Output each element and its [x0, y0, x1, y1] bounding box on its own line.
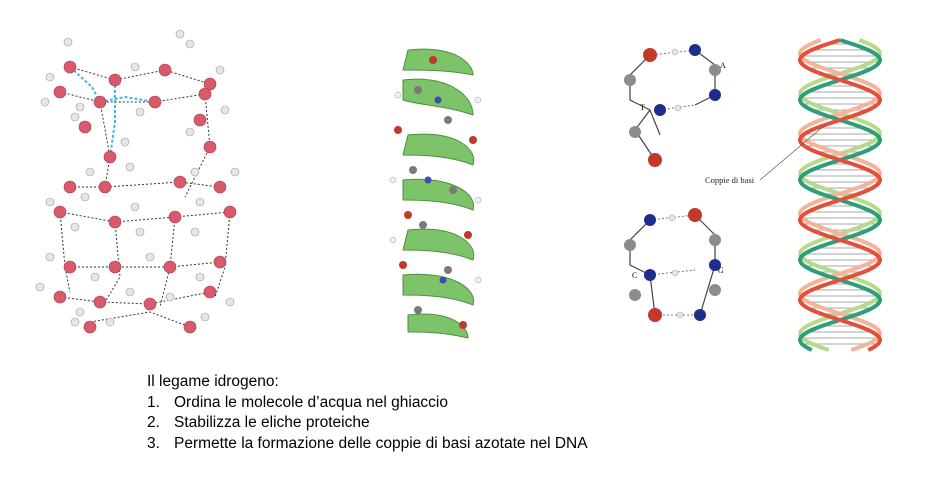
base-label-t: T — [640, 103, 645, 112]
dna-double-helix-illustration: Coppie di basi — [705, 38, 883, 352]
list-text: Stabilizza le eliche proteiche — [174, 414, 370, 431]
ice-lattice-illustration — [35, 29, 240, 334]
list-text: Ordina le molecole d’acqua nel ghiaccio — [174, 393, 448, 411]
dna-strand-red — [797, 38, 883, 352]
list-number: 3. — [147, 434, 160, 452]
hydrogen-atoms — [35, 29, 240, 327]
base-pair-illustration: T A C G — [624, 44, 726, 322]
caption-block: Il legame idrogeno: 1. Ordina le molecole… — [147, 372, 847, 454]
protein-alpha-helix-illustration — [389, 48, 482, 339]
list-item: 2. Stabilizza le eliche proteiche — [147, 413, 847, 434]
list-number: 1. — [147, 393, 160, 411]
base-label-g: G — [718, 266, 724, 275]
base-label-c: C — [632, 271, 637, 280]
dna-callout-label: Coppie di basi — [705, 175, 755, 185]
list-text: Permette la formazione delle coppie di b… — [174, 434, 588, 452]
caption-heading: Il legame idrogeno: — [147, 373, 279, 390]
list-item: 3. Permette la formazione delle coppie di… — [147, 434, 847, 455]
caption-list: 1. Ordina le molecole d’acqua nel ghiacci… — [147, 393, 847, 455]
base-label-a: A — [720, 61, 726, 70]
list-item: 1. Ordina le molecole d’acqua nel ghiacci… — [147, 393, 847, 414]
list-number: 2. — [147, 414, 160, 431]
dna-callout-line — [759, 124, 826, 181]
oxygen-atoms — [53, 60, 237, 334]
dna-strand-green — [797, 38, 883, 352]
